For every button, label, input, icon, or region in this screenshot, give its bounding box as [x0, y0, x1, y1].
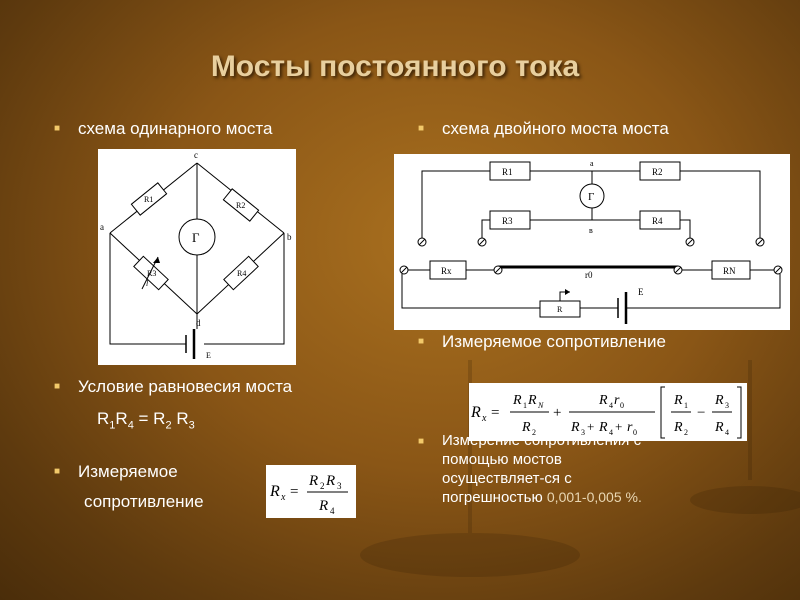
bullet-measured-resistance-right: Измеряемое сопротивление: [418, 332, 666, 352]
svg-text:4: 4: [609, 401, 613, 410]
node-c-label: c: [194, 150, 198, 160]
svg-text:0: 0: [620, 401, 624, 410]
accuracy-label: погрешностью: [442, 489, 543, 506]
accuracy-line4: погрешностью 0,001-0,005 %.: [442, 489, 642, 506]
e-label: E: [638, 287, 644, 297]
bullet-measurement-accuracy: Измерение сопротивления с: [418, 432, 641, 449]
svg-text:1: 1: [523, 401, 527, 410]
svg-text:4: 4: [330, 506, 335, 516]
svg-text:R: R: [673, 420, 683, 435]
r4-label: R4: [237, 269, 246, 278]
rn-label: RN: [723, 266, 736, 276]
galvanometer-symbol: Г: [192, 230, 200, 245]
svg-text:2: 2: [684, 428, 688, 437]
resistor-r3: [489, 210, 531, 230]
resistor-r2: [639, 161, 681, 181]
svg-text:N: N: [537, 401, 544, 410]
slide-title: Мосты постоянного тока: [210, 50, 580, 83]
svg-text:r: r: [627, 420, 633, 435]
accuracy-line3: осуществляет-ся с: [442, 470, 572, 487]
bullet-balance-condition: Условие равновесия моста: [54, 377, 292, 397]
accuracy-value: 0,001-0,005 %.: [546, 489, 642, 505]
svg-text:2: 2: [320, 481, 325, 491]
bullet-double-bridge: схема двойного моста моста: [418, 119, 669, 139]
node-b-label: b: [287, 232, 292, 242]
r2-label: R2: [236, 201, 245, 210]
accuracy-line2: помощью мостов: [442, 451, 562, 468]
r3-label: R3: [502, 216, 513, 226]
svg-text:R: R: [527, 393, 537, 408]
resistor-rn: [711, 260, 751, 280]
svg-text:x: x: [280, 492, 286, 503]
single-bridge-diagram: c a b d R1 R2 R3 R4 Г l E: [98, 149, 296, 365]
bullet-measured-resistance-left: Измеряемое: [54, 462, 178, 482]
r-label: R: [557, 305, 563, 314]
svg-text:R: R: [598, 393, 608, 408]
galvanometer-symbol: Г: [588, 191, 594, 203]
svg-text:+: +: [587, 419, 594, 434]
formula-rx-single: R x = R 2 R 3 R 4: [266, 465, 356, 518]
r1-label: R1: [502, 167, 513, 177]
svg-text:R: R: [714, 420, 724, 435]
resistor-r4: [223, 255, 259, 291]
node-a-label: a: [590, 159, 594, 168]
double-bridge-diagram: R1 R2 R3 R4 Rx RN r0 R Г a в E: [394, 154, 790, 330]
resistor-r1: [489, 161, 531, 181]
r1-label: R1: [144, 195, 153, 204]
svg-text:R: R: [673, 393, 683, 408]
svg-text:x: x: [481, 413, 487, 424]
resistor-r3: [133, 255, 169, 291]
resistor-r4: [639, 210, 681, 230]
svg-text:R: R: [470, 404, 481, 421]
svg-text:=: =: [290, 484, 298, 500]
svg-text:R: R: [308, 473, 318, 489]
svg-text:R: R: [521, 420, 531, 435]
resistor-r1: [130, 182, 168, 216]
resistor-rx: [429, 260, 467, 280]
svg-text:4: 4: [725, 428, 729, 437]
svg-text:+: +: [615, 419, 622, 434]
svg-text:R: R: [325, 473, 335, 489]
bullet-single-bridge: схема одинарного моста: [54, 119, 273, 139]
svg-text:r: r: [614, 393, 620, 408]
r0-label: r0: [585, 270, 593, 280]
svg-text:R: R: [714, 393, 724, 408]
r3-label: R3: [147, 269, 156, 278]
node-d-label: d: [196, 318, 201, 328]
svg-text:3: 3: [725, 401, 729, 410]
svg-text:+: +: [553, 405, 561, 421]
l-label: l: [146, 279, 149, 288]
svg-text:R: R: [598, 420, 608, 435]
node-a-label: a: [100, 222, 104, 232]
svg-text:R: R: [570, 420, 580, 435]
svg-text:=: =: [491, 405, 499, 421]
svg-text:R: R: [318, 498, 328, 514]
svg-text:−: −: [697, 405, 705, 421]
resistor-r: [539, 300, 581, 318]
svg-text:R: R: [512, 393, 522, 408]
r2-label: R2: [652, 167, 663, 177]
svg-text:R: R: [269, 483, 280, 500]
svg-text:1: 1: [684, 401, 688, 410]
rx-label: Rx: [441, 266, 452, 276]
node-b-label: в: [589, 226, 593, 235]
balance-equation: R1R4 = R2 R3: [97, 409, 195, 432]
svg-text:3: 3: [337, 481, 342, 491]
resistor-r2: [222, 188, 260, 222]
measured-resistance-left-line2: сопротивление: [84, 492, 204, 511]
r4-label: R4: [652, 216, 663, 226]
e-label: E: [206, 351, 211, 360]
